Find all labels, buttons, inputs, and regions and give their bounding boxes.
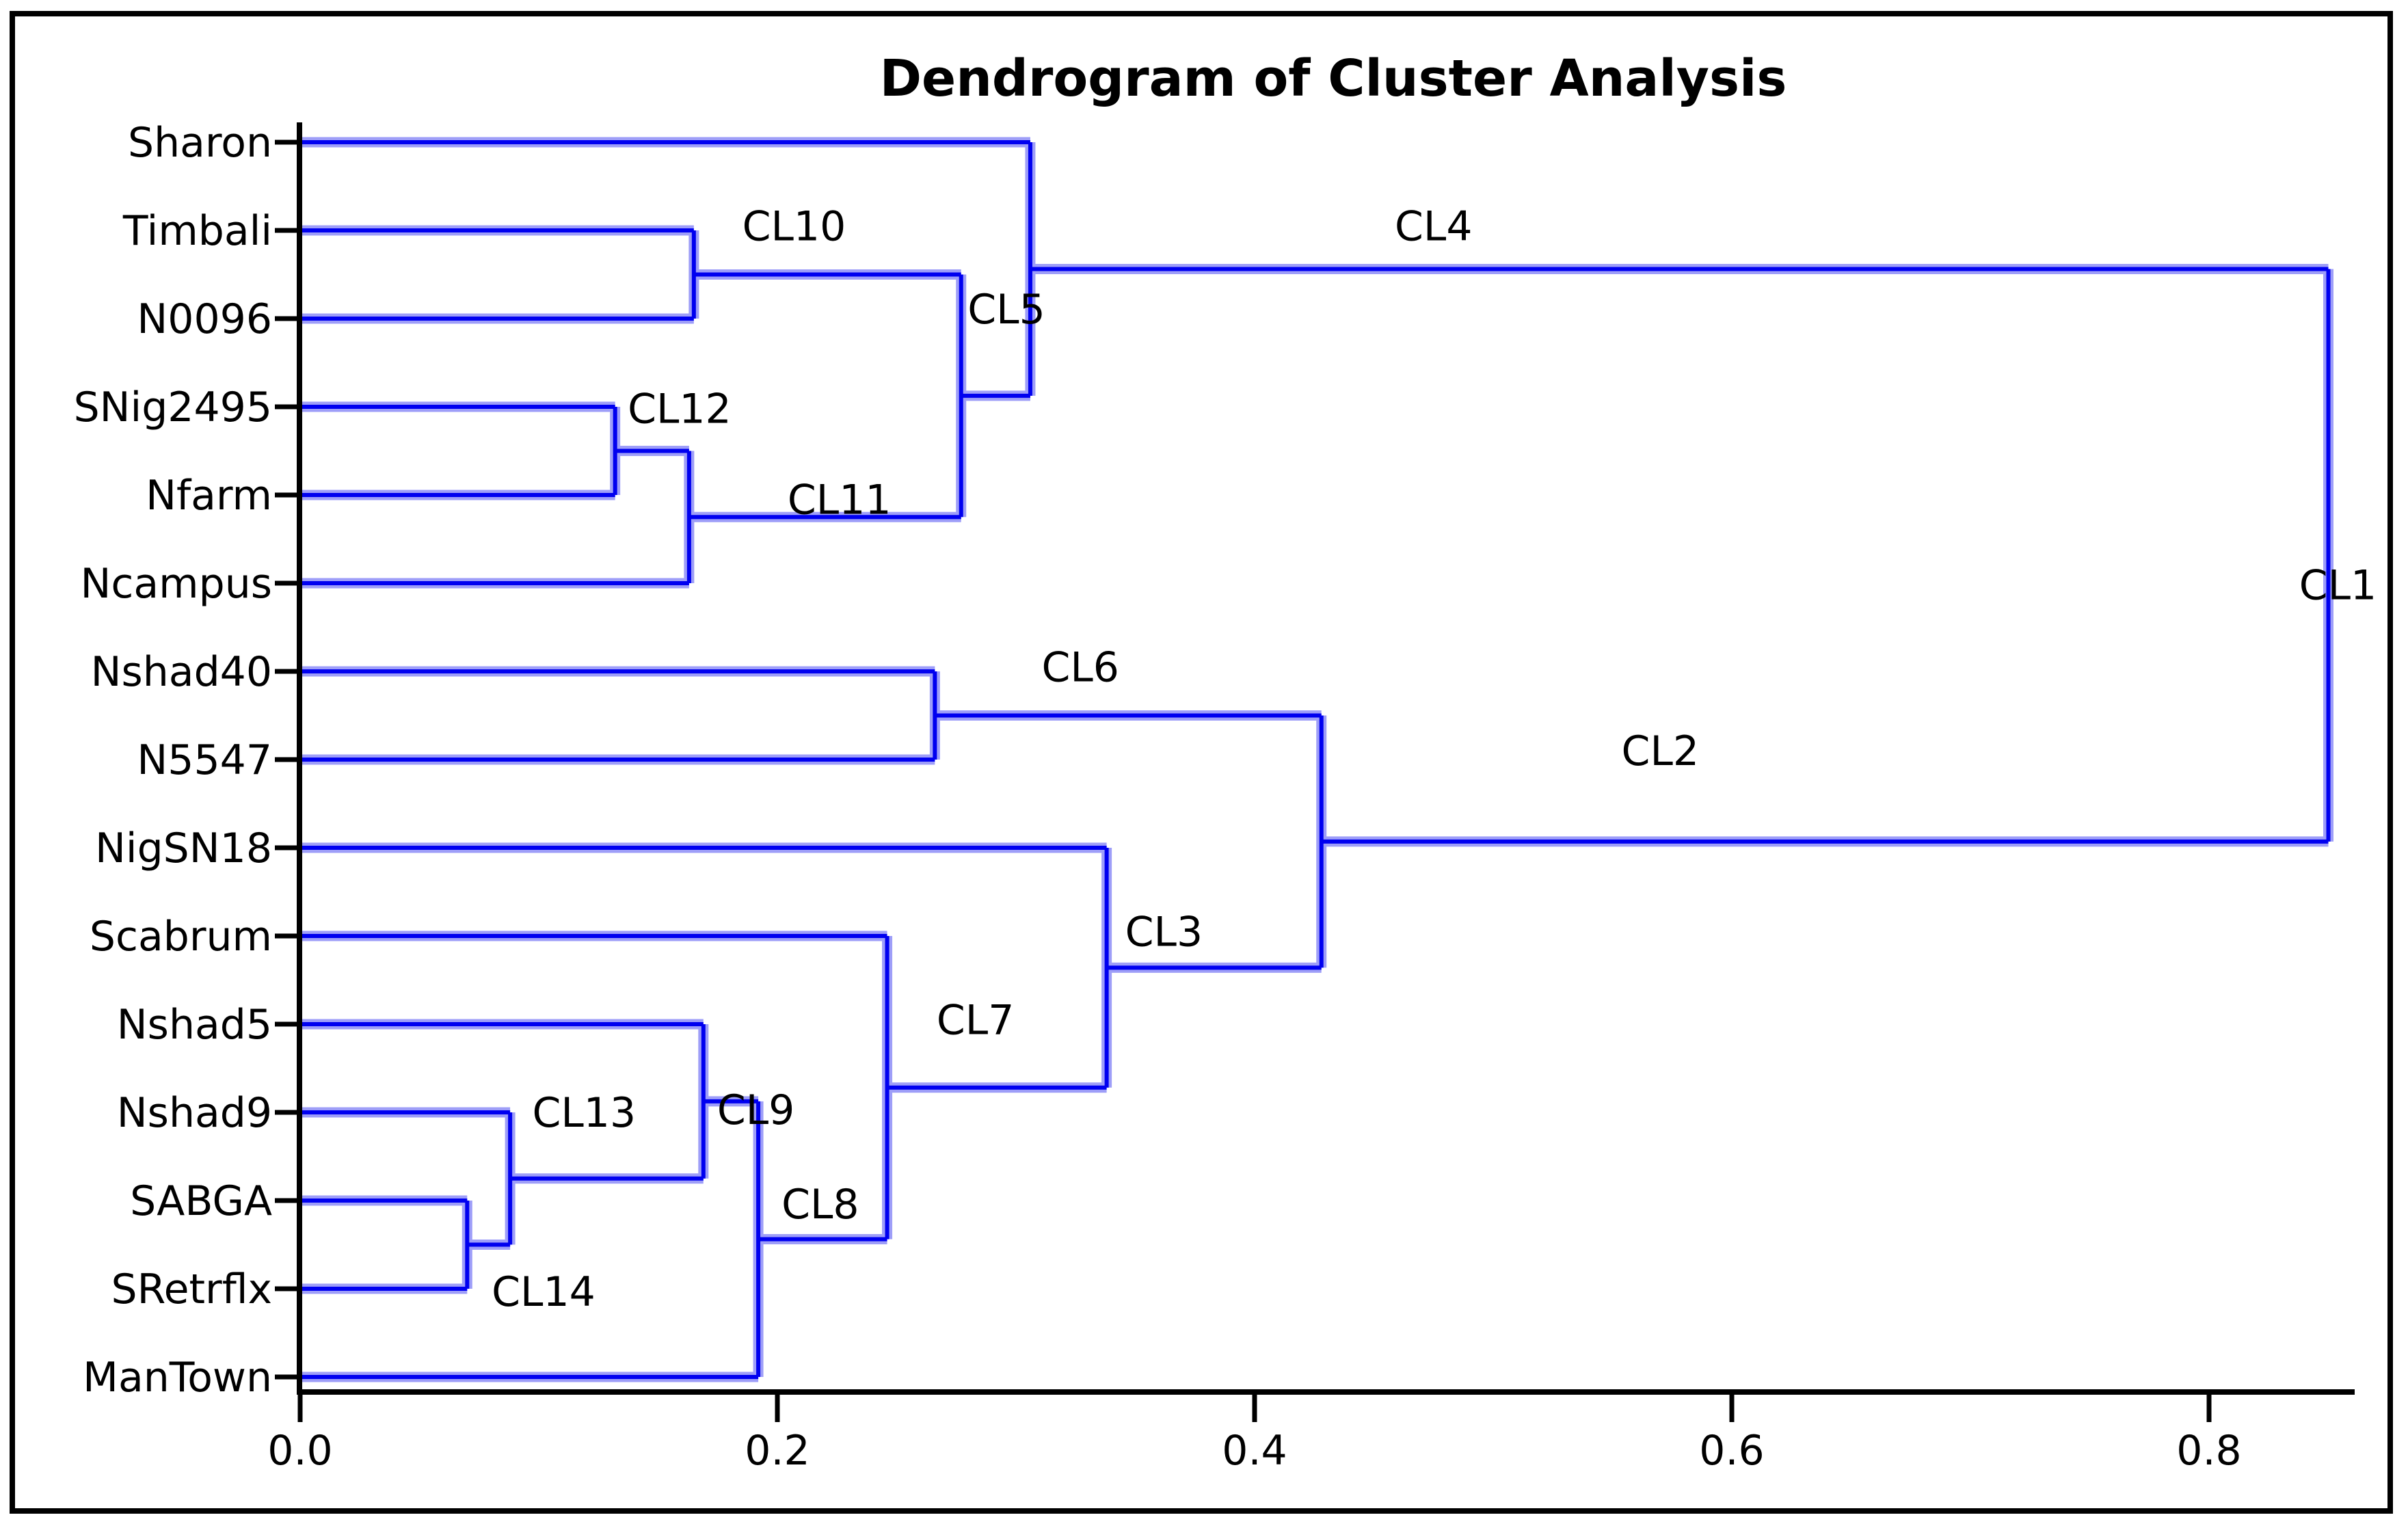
leaf-label-SABGA: SABGA: [130, 1177, 272, 1225]
leaf-label-SNig2495: SNig2495: [74, 384, 272, 431]
leaf-label-Ncampus: Ncampus: [81, 560, 272, 608]
dendrogram-lines: [300, 140, 2331, 1379]
cluster-label-CL8: CL8: [781, 1181, 859, 1229]
leaf-label-Sharon: Sharon: [128, 119, 272, 167]
chart-title: Dendrogram of Cluster Analysis: [880, 49, 1787, 108]
axes: SharonTimbaliN0096SNig2495NfarmNcampusNs…: [74, 119, 2355, 1475]
leaf-label-Nshad5: Nshad5: [117, 1001, 272, 1049]
dendrogram-tree: [300, 137, 2333, 1382]
leaf-label-Timbali: Timbali: [122, 207, 272, 255]
cluster-label-CL4: CL4: [1395, 203, 1473, 251]
cluster-label-CL11: CL11: [788, 476, 892, 524]
cluster-label-CL1: CL1: [2299, 562, 2377, 610]
leaf-label-Scabrum: Scabrum: [90, 913, 272, 961]
cluster-label-CL10: CL10: [743, 203, 846, 251]
leaf-label-Nshad9: Nshad9: [117, 1089, 272, 1137]
cluster-label-CL9: CL9: [717, 1086, 795, 1134]
leaf-label-NigSN18: NigSN18: [95, 825, 272, 872]
cluster-label-CL2: CL2: [1622, 727, 1700, 775]
leaf-label-N5547: N5547: [137, 736, 272, 784]
cluster-label-CL14: CL14: [492, 1268, 596, 1316]
x-tick-label-0.8: 0.8: [2176, 1427, 2241, 1475]
x-tick-label-0.4: 0.4: [1222, 1427, 1287, 1475]
cluster-label-CL3: CL3: [1125, 909, 1203, 956]
x-tick-label-0.2: 0.2: [745, 1427, 810, 1475]
figure-border: [10, 11, 2393, 1514]
x-tick-label-0.0: 0.0: [267, 1427, 332, 1475]
leaf-label-SRetrflx: SRetrflx: [111, 1266, 273, 1313]
leaf-label-N0096: N0096: [137, 295, 272, 343]
leaf-label-Nfarm: Nfarm: [146, 472, 272, 520]
leaf-label-Nshad40: Nshad40: [91, 648, 272, 696]
x-tick-label-0.6: 0.6: [1699, 1427, 1764, 1475]
cluster-label-CL7: CL7: [937, 997, 1015, 1045]
cluster-label-CL6: CL6: [1041, 644, 1119, 692]
leaf-label-ManTown: ManTown: [83, 1354, 272, 1402]
cluster-label-CL5: CL5: [967, 286, 1045, 334]
cluster-label-CL12: CL12: [628, 386, 732, 433]
cluster-label-CL13: CL13: [532, 1089, 636, 1137]
